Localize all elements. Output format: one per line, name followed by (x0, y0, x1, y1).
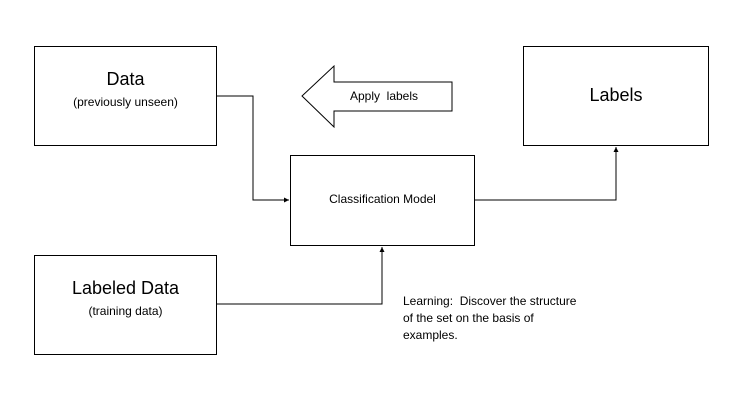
data-box-title: Data (106, 69, 145, 89)
classification-model-box: Classification Model (290, 155, 475, 246)
labels-box-title: Labels (589, 85, 643, 105)
labeled-data-box: Labeled Data (training data) (34, 255, 217, 355)
labeled-data-to-model-connector (217, 247, 385, 305)
labeled-data-box-subtitle: (training data) (88, 304, 163, 318)
apply-labels-arrow-shape (301, 64, 453, 129)
data-box: Data (previously unseen) (34, 46, 217, 146)
data-to-model-connector (217, 95, 289, 203)
apply-labels-text: Apply labels (349, 89, 419, 103)
data-box-subtitle: (previously unseen) (73, 95, 178, 109)
classification-model-title: Classification Model (329, 191, 436, 206)
labels-box: Labels (523, 46, 709, 146)
learning-note: Learning: Discover the structure of the … (403, 294, 580, 342)
model-to-labels-connector (475, 147, 619, 201)
labeled-data-box-title: Labeled Data (71, 278, 180, 298)
